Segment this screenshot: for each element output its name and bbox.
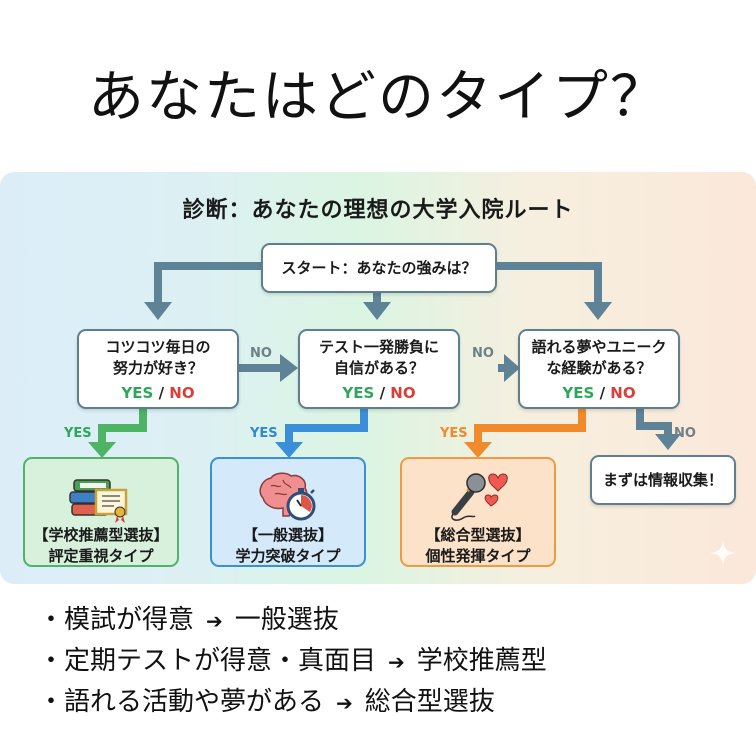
yes-no-2: YES / NO: [342, 384, 416, 402]
result-comprehensive-selection: 【総合型選抜】 個性発揮タイプ: [400, 457, 556, 567]
result-1-line2: 評定重視タイプ: [48, 547, 154, 565]
question-node-1: コツコツ毎日の 努力が好き？ YES / NO: [77, 329, 239, 409]
edge-label-no-3: NO: [674, 426, 696, 441]
question-2-line1: テスト一発勝負に: [318, 338, 439, 356]
question-2-line2: 自信がある？: [333, 359, 424, 377]
edge-label-yes-3: YES: [440, 426, 468, 441]
arrow-right-icon: ➔: [206, 609, 223, 633]
connector-yes-2: [285, 408, 368, 444]
arrow-right-icon: ➔: [336, 691, 353, 715]
connector-yes-1: [98, 408, 147, 444]
edge-label-yes-2: YES: [250, 426, 278, 441]
diagram-title: 診断：あなたの理想の大学入院ルート: [182, 198, 574, 223]
connector-no-3: [636, 408, 672, 438]
sparkle-icon: [710, 540, 736, 566]
arrowhead-yes-1: [88, 442, 116, 458]
result-3-line2: 個性発揮タイプ: [425, 547, 531, 565]
summary-item: ・語れる活動や夢がある➔総合型選抜: [38, 687, 495, 717]
result-school-recommendation: 【学校推薦型選抜】 評定重視タイプ: [23, 457, 179, 567]
result-2-line2: 学力突破タイプ: [235, 547, 341, 565]
edge-label-no-1: NO: [250, 346, 272, 361]
flow-arrows: [88, 262, 681, 458]
books-certificate-icon: [25, 467, 177, 525]
question-3-line2: な経験がある？: [546, 359, 652, 377]
arrowhead-right: [584, 302, 612, 320]
yes-no-1: YES / NO: [121, 384, 195, 402]
question-3-line1: 語れる夢やユニーク: [531, 338, 667, 356]
summary-item: ・定期テストが得意・真面目➔学校推薦型: [38, 646, 547, 676]
microphone-hearts-icon: [402, 467, 554, 525]
connector-start-left: [154, 262, 262, 304]
summary-list: ・模試が得意➔一般選抜 ・定期テストが得意・真面目➔学校推薦型 ・語れる活動や夢…: [38, 600, 547, 723]
question-node-2: テスト一発勝負に 自信がある？ YES / NO: [298, 329, 460, 409]
page-title: あなたはどのタイプ？: [88, 65, 668, 130]
arrowhead-yes-3: [464, 442, 492, 458]
question-node-3: 語れる夢やユニーク な経験がある？ YES / NO: [518, 329, 680, 409]
yes-no-3: YES / NO: [562, 384, 636, 402]
fallback-label: まずは情報収集！: [602, 471, 723, 489]
result-1-line1: 【学校推薦型選抜】: [33, 526, 169, 544]
arrowhead-no-1: [280, 354, 298, 382]
edge-label-no-2: NO: [472, 346, 494, 361]
arrow-right-icon: ➔: [388, 650, 405, 674]
flowchart-panel: 診断：あなたの理想の大学入院ルート スタート：あなたの強: [0, 172, 756, 584]
result-general-selection: 【一般選抜】 学力突破タイプ: [210, 457, 366, 567]
arrowhead-no-3: [655, 434, 681, 450]
question-1-line2: 努力が好き？: [112, 359, 203, 377]
edge-label-yes-1: YES: [64, 426, 92, 441]
connector-yes-3: [474, 408, 586, 444]
arrowhead-left: [144, 302, 172, 320]
connector-start-right: [496, 262, 602, 304]
start-node: スタート：あなたの強みは？: [261, 243, 497, 293]
brain-stopwatch-icon: [212, 467, 364, 525]
summary-item: ・模試が得意➔一般選抜: [38, 605, 339, 635]
fallback-node: まずは情報収集！: [590, 455, 736, 505]
question-1-line1: コツコツ毎日の: [105, 338, 211, 356]
start-label: スタート：あなたの強みは？: [281, 259, 477, 277]
arrowhead-yes-2: [275, 442, 303, 458]
result-3-line1: 【総合型選抜】: [425, 526, 531, 544]
arrowhead-no-2: [504, 354, 520, 382]
result-2-line1: 【一般選抜】: [242, 526, 333, 544]
arrowhead-mid: [363, 302, 391, 320]
